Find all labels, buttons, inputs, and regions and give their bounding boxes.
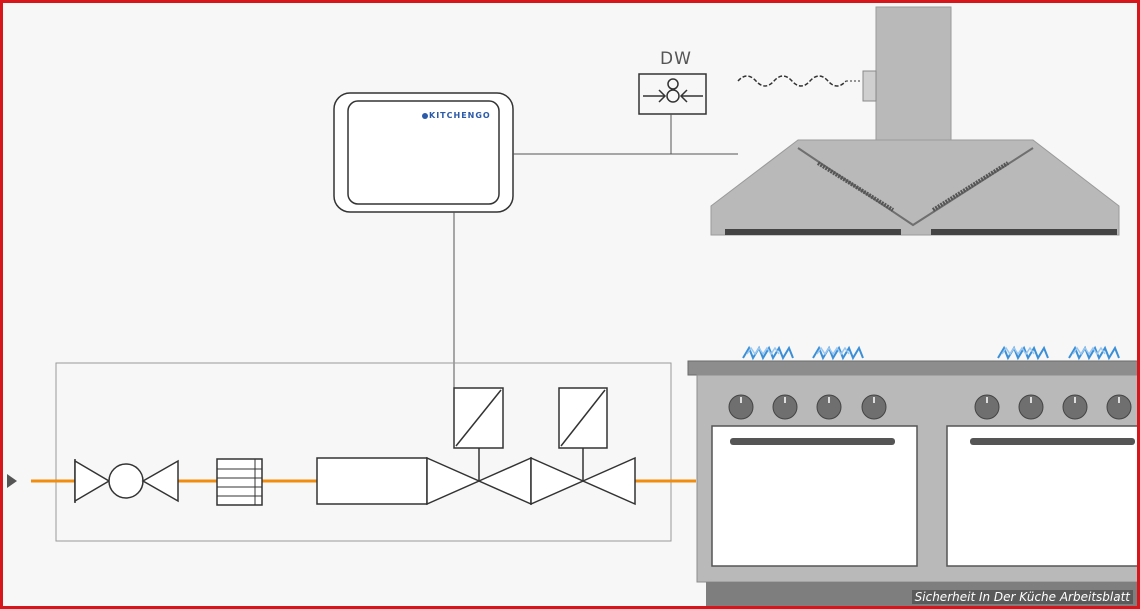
gas-range xyxy=(687,345,1137,606)
solenoid-valve-1-symbol xyxy=(426,387,532,506)
oven-doors xyxy=(711,425,1137,567)
control-knobs xyxy=(728,394,1132,420)
gas-safety-diagram xyxy=(7,6,1137,606)
gas-train-enclosure xyxy=(55,362,672,542)
image-caption: Sicherheit In Der Küche Arbeitsblatt xyxy=(911,590,1133,604)
controller-brand-label: KITCHENGO xyxy=(429,111,491,120)
ball-valve-symbol xyxy=(74,459,179,503)
pressure-switch-dw xyxy=(638,73,707,115)
burner-flames xyxy=(742,345,1120,361)
extraction-hood xyxy=(710,6,1120,236)
pressure-switch-label: DW xyxy=(660,49,692,69)
solenoid-valve-2-symbol xyxy=(530,387,636,506)
gas-pipe xyxy=(7,474,696,488)
airflow-signal-wave xyxy=(737,75,847,87)
gas-filter-symbol xyxy=(216,458,263,506)
pressure-regulator-symbol xyxy=(316,457,428,505)
control-box xyxy=(333,92,514,213)
